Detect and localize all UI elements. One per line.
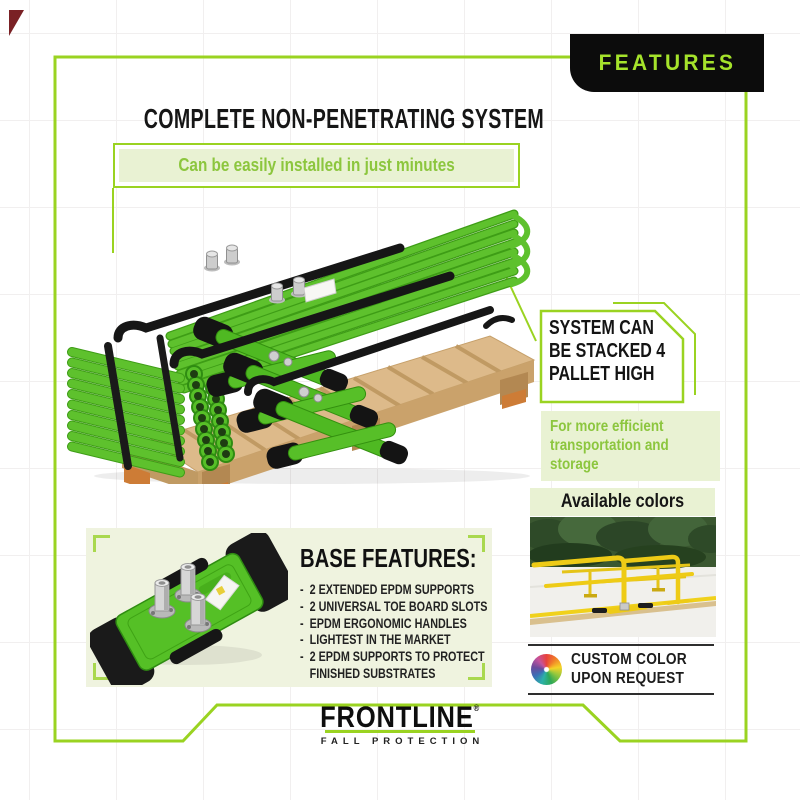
corner-bracket-icon — [468, 535, 485, 552]
corner-bracket-icon — [93, 663, 110, 680]
subtitle-inner: Can be easily installed in just minutes — [119, 149, 514, 182]
logo-underline — [325, 730, 475, 733]
corner-bracket-icon — [468, 663, 485, 680]
features-badge: FEATURES — [570, 34, 764, 92]
list-item: - 2 EPDM SUPPORTS TO PROTECT FINISHED SU… — [300, 649, 485, 681]
page-title: COMPLETE NON-PENETRATING SYSTEM — [143, 103, 545, 134]
base-features-heading: BASE FEATURES: — [300, 543, 477, 573]
base-plate-illustration — [90, 533, 288, 685]
registered-mark: ® — [473, 703, 481, 713]
features-badge-label: FEATURES — [598, 50, 736, 75]
yellow-guardrail-photo — [530, 517, 716, 637]
list-item: - 2 EXTENDED EPDM SUPPORTS — [300, 582, 475, 597]
base-features-text: BASE FEATURES: - 2 EXTENDED EPDM SUPPORT… — [300, 543, 490, 683]
frontline-logo: FRONTLINE® FALL PROTECTION — [300, 701, 500, 748]
subtitle-text: Can be easily installed in just minutes — [178, 155, 455, 175]
list-item: - EPDM ERGONOMIC HANDLES — [300, 615, 467, 631]
logo-tagline: FALL PROTECTION — [320, 736, 485, 747]
corner-bracket-icon — [93, 535, 110, 552]
color-wheel-icon — [531, 654, 562, 685]
subtitle-box: Can be easily installed in just minutes — [113, 143, 520, 188]
logo-wordmark: FRONTLINE® — [319, 701, 481, 734]
available-colors-heading: Available colors — [530, 488, 715, 516]
stack-callout-frame — [539, 302, 696, 404]
pallet-stack-illustration — [67, 209, 536, 484]
list-item: - LIGHTEST IN THE MARKET — [300, 632, 451, 648]
list-item: - 2 UNIVERSAL TOE BOARD SLOTS — [300, 598, 488, 614]
base-features-list: - 2 EXTENDED EPDM SUPPORTS - 2 UNIVERSAL… — [300, 582, 493, 683]
